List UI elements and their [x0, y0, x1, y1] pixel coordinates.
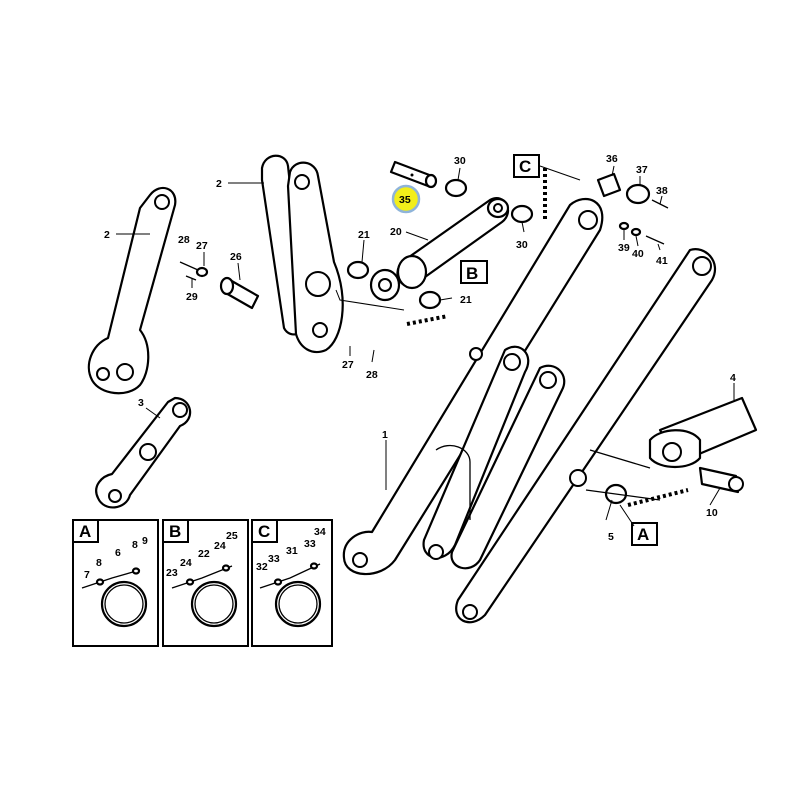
callout-39[interactable]: 39 [618, 242, 630, 254]
section-marker-a[interactable]: A [619, 504, 658, 546]
callout-35[interactable]: 35 [399, 194, 411, 206]
callout-27-bottom[interactable]: 27 [342, 359, 354, 371]
inset-c-label-4[interactable]: 33 [304, 538, 316, 550]
inset-b-label-4[interactable]: 24 [214, 540, 226, 552]
callout-41[interactable]: 41 [656, 255, 668, 267]
callout-4[interactable]: 4 [730, 372, 736, 384]
section-marker-b[interactable]: B [460, 260, 488, 284]
callout-labels: 1 2 2 3 4 5 10 20 21 21 26 27 27 28 28 2… [104, 153, 736, 543]
lower-link-part[interactable] [95, 396, 192, 509]
callout-28-bottom[interactable]: 28 [366, 369, 378, 381]
inset-a-label-5[interactable]: 9 [142, 535, 148, 547]
callout-10[interactable]: 10 [706, 507, 718, 519]
tilt-cylinder-part[interactable] [648, 396, 758, 494]
callout-21-right[interactable]: 21 [460, 294, 472, 306]
bellcrank-plate-part[interactable] [260, 154, 344, 354]
seal-ring-30b[interactable] [510, 204, 534, 224]
inset-a-label-2[interactable]: 8 [96, 557, 102, 569]
inset-a-label-4[interactable]: 8 [132, 539, 138, 551]
callout-30-top[interactable]: 30 [454, 155, 466, 167]
inset-c-label-5[interactable]: 34 [314, 526, 326, 538]
callout-38[interactable]: 38 [656, 185, 668, 197]
callout-5[interactable]: 5 [608, 531, 614, 543]
hydraulic-cylinder-part[interactable] [369, 197, 510, 302]
callout-26[interactable]: 26 [230, 251, 242, 263]
section-marker-b-letter: B [466, 264, 478, 283]
seal-ring-21a[interactable] [346, 260, 370, 280]
callout-30-bottom[interactable]: 30 [516, 239, 528, 251]
inset-b-letter: B [169, 522, 181, 541]
callout-36[interactable]: 36 [606, 153, 618, 165]
callout-3[interactable]: 3 [138, 397, 144, 409]
callout-37[interactable]: 37 [636, 164, 648, 176]
callout-28-left[interactable]: 28 [178, 234, 190, 246]
inset-b-label-2[interactable]: 24 [180, 557, 192, 569]
pin-part-35[interactable] [389, 160, 438, 189]
bracket-fitting-part[interactable] [596, 172, 669, 245]
inset-b-label-1[interactable]: 23 [166, 567, 178, 579]
callout-20[interactable]: 20 [390, 226, 402, 238]
callout-29[interactable]: 29 [186, 291, 198, 303]
callout-27-left[interactable]: 27 [196, 240, 208, 252]
section-marker-a-letter: A [637, 525, 649, 544]
section-marker-c-letter: C [519, 157, 531, 176]
highlight-circle [391, 184, 421, 214]
callout-21-top[interactable]: 21 [358, 229, 370, 241]
callout-2-top[interactable]: 2 [216, 178, 222, 190]
detail-inset-a[interactable]: A 7 8 6 8 9 [72, 519, 159, 647]
inset-c-label-2[interactable]: 33 [268, 553, 280, 565]
inset-a-label-3[interactable]: 6 [115, 547, 121, 559]
inset-c-label-3[interactable]: 31 [286, 545, 298, 557]
detail-inset-c[interactable]: C 32 33 31 33 34 [251, 519, 333, 647]
inset-b-label-5[interactable]: 25 [226, 530, 238, 542]
callout-40[interactable]: 40 [632, 248, 644, 260]
leader-lines [116, 165, 735, 521]
pin-part-26[interactable] [179, 261, 260, 310]
inset-a-label-1[interactable]: 7 [84, 569, 90, 581]
callout-35-highlight[interactable]: 35 [391, 184, 421, 214]
callout-2-left[interactable]: 2 [104, 229, 110, 241]
inset-c-letter: C [258, 522, 270, 541]
inset-c-label-1[interactable]: 32 [256, 561, 268, 573]
section-marker-c[interactable]: C [513, 154, 540, 178]
callout-1[interactable]: 1 [382, 429, 388, 441]
link-rod-part[interactable] [87, 186, 177, 395]
inset-a-letter: A [79, 522, 91, 541]
detail-inset-b[interactable]: B 23 24 22 24 25 [162, 519, 249, 647]
seal-ring-21b[interactable] [418, 290, 442, 310]
seal-ring-30a[interactable] [444, 178, 468, 198]
boom-arm-part[interactable] [342, 197, 716, 624]
inset-b-label-3[interactable]: 22 [198, 548, 210, 560]
